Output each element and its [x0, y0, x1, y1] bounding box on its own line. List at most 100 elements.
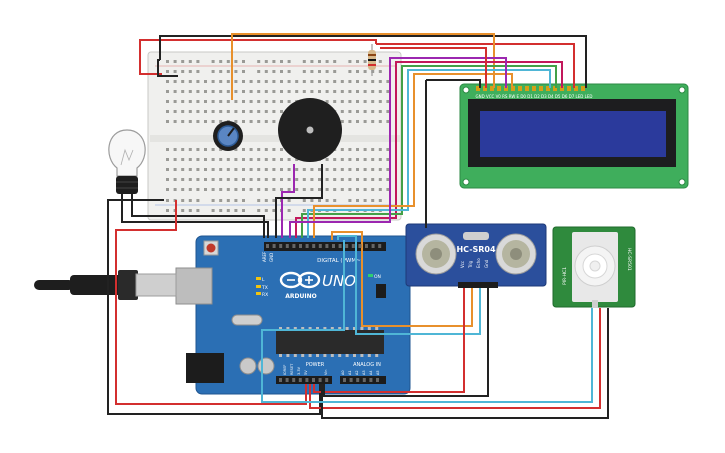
breadboard-hole [173, 110, 177, 113]
breadboard-hole [371, 158, 375, 161]
breadboard-holes [166, 60, 390, 212]
breadboard-rail-hole [302, 199, 306, 202]
breadboard-rail-hole [363, 70, 367, 73]
lcd-pin-header [476, 86, 585, 91]
breadboard-hole [166, 188, 169, 191]
breadboard-rail-hole [280, 60, 283, 63]
chip-leg [293, 354, 297, 357]
breadboard-hole [226, 188, 230, 191]
breadboard-hole [310, 168, 314, 171]
digital-header [264, 242, 386, 251]
breadboard-hole [348, 80, 352, 83]
breadboard-hole [196, 158, 200, 161]
arduino-logo [279, 271, 321, 289]
breadboard-rail-hole [264, 70, 268, 73]
breadboard-hole [363, 148, 367, 151]
breadboard-hole [188, 158, 192, 161]
breadboard-hole [264, 188, 268, 191]
breadboard-hole [302, 80, 306, 83]
breadboard-hole [280, 148, 283, 151]
breadboard-rail-hole [356, 60, 359, 63]
wire-black-bulb-2 [131, 194, 265, 238]
breadboard-rail-hole [348, 199, 352, 202]
breadboard-rail-hole [257, 70, 261, 73]
breadboard-hole [272, 148, 276, 151]
breadboard-hole [363, 168, 367, 171]
breadboard-rail-hole [287, 60, 291, 63]
breadboard-rail-hole [166, 70, 169, 73]
breadboard-hole [348, 148, 352, 151]
breadboard-hole [318, 168, 321, 171]
breadboard-hole [310, 90, 314, 93]
breadboard-hole [287, 100, 291, 103]
breadboard-hole [242, 168, 245, 171]
breadboard-hole [211, 100, 215, 103]
lcd-pin [567, 86, 571, 91]
breadboard-rail-hole [226, 199, 230, 202]
breadboard-hole [340, 90, 344, 93]
breadboard-hole [196, 188, 200, 191]
pir-left-label: PIR-HC1 [562, 267, 568, 285]
breadboard-hole [386, 178, 390, 181]
digital-header-pins [266, 244, 382, 248]
lcd-pin [539, 86, 543, 91]
breadboard-rail-hole [181, 60, 185, 63]
digital-pin [266, 244, 269, 248]
breadboard-hole [378, 148, 382, 151]
breadboard-hole [333, 100, 337, 103]
chip-leg [279, 327, 282, 330]
breadboard-hole [219, 120, 223, 123]
chip-leg [360, 354, 364, 357]
breadboard-rail-hole [211, 209, 215, 212]
breadboard-hole [211, 158, 215, 161]
lcd-pin [497, 86, 501, 91]
breadboard-rail-hole [166, 209, 169, 212]
breadboard-hole [257, 90, 261, 93]
breadboard-hole [264, 158, 268, 161]
breadboard-rail-hole [188, 70, 192, 73]
breadboard-rail-hole [264, 199, 268, 202]
analog-pin [362, 378, 366, 382]
breadboard-hole [363, 178, 367, 181]
breadboard-hole [272, 110, 276, 113]
pir-sensor: PIR-HC1 HC-SR501 [552, 226, 636, 308]
breadboard-hole [196, 148, 200, 151]
breadboard-hole [264, 110, 268, 113]
breadboard-rail-hole [226, 60, 230, 63]
breadboard-hole [272, 188, 276, 191]
wire-red-lcd-vcc [380, 47, 487, 88]
wires [107, 33, 609, 419]
breadboard-hole [287, 188, 291, 191]
v5-label: 5V [304, 370, 308, 375]
breadboard-hole [166, 90, 169, 93]
breadboard-hole [242, 80, 245, 83]
power-pin [292, 378, 296, 382]
breadboard-rail-hole [287, 199, 291, 202]
breadboard-hole [264, 100, 268, 103]
breadboard-hole [234, 100, 238, 103]
digital-pin [338, 244, 342, 248]
breadboard-hole [211, 110, 215, 113]
breadboard-rail-hole [219, 209, 223, 212]
lcd-pin [504, 86, 508, 91]
breadboard-hole [181, 148, 185, 151]
breadboard-rail-hole [173, 60, 177, 63]
breadboard-hole [356, 80, 359, 83]
breadboard-hole [188, 178, 192, 181]
breadboard-hole [242, 148, 245, 151]
breadboard-rail-hole [166, 60, 169, 63]
breadboard-hole [166, 168, 169, 171]
tx-led-label: TX [261, 285, 268, 291]
crystal [231, 314, 263, 326]
breadboard-hole [242, 110, 245, 113]
chip-leg [375, 354, 379, 357]
breadboard-rail-hole [348, 70, 352, 73]
breadboard-hole [204, 120, 207, 123]
breadboard-hole [333, 188, 337, 191]
pir-right-label: HC-SR501 [626, 248, 632, 271]
breadboard-hole [295, 178, 299, 181]
digital-pin [351, 244, 355, 248]
reset-button[interactable] [206, 243, 216, 253]
breadboard-rail-hole [234, 60, 238, 63]
breadboard-hole [264, 178, 268, 181]
